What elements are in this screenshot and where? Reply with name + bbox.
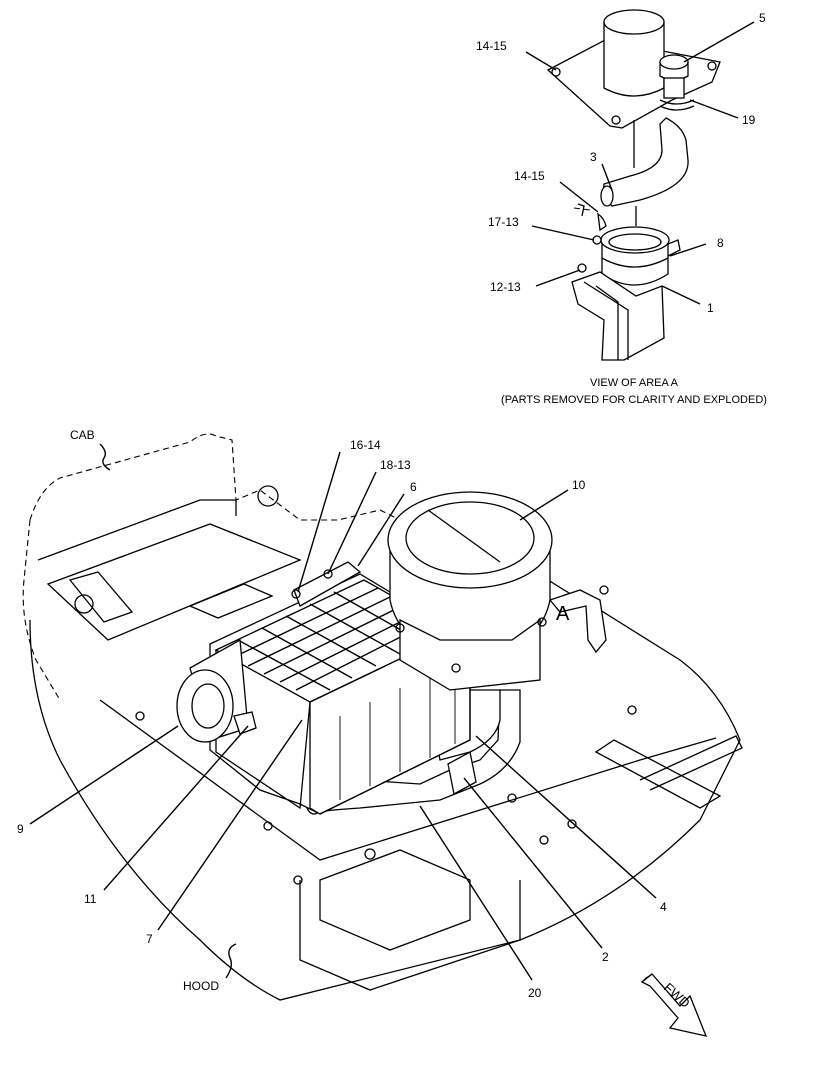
fwd-arrow: FWD [640, 973, 708, 1037]
cup-8-tab [667, 239, 681, 257]
hood-right-rail-2 [639, 735, 743, 791]
bolt-14-15-mid [577, 203, 607, 232]
bolt-16-14 [291, 589, 301, 599]
tube-3-end [600, 185, 614, 207]
hood-right-rail [594, 739, 722, 809]
tube-3 [603, 117, 689, 207]
rib [339, 662, 456, 800]
hood-leader [225, 943, 237, 979]
cab-label: CAB [70, 428, 95, 442]
callout-14-15-top: 14-15 [476, 39, 507, 53]
deck-bolt [567, 819, 577, 829]
view-caption-line2: (PARTS REMOVED FOR CLARITY AND EXPLODED) [501, 394, 767, 406]
filter-mount-bolt [395, 623, 405, 633]
detail-callouts: 14-15 5 19 3 14-15 17-13 8 12-13 1 [476, 11, 766, 315]
callout-18-13: 18-13 [380, 458, 411, 472]
cab-left-edge [22, 519, 61, 701]
callout-20: 20 [528, 986, 542, 1000]
cab-inner-floor [37, 499, 237, 561]
cab-gear-2 [257, 485, 279, 507]
deck-bolt [507, 793, 517, 803]
deck-bolt [599, 585, 609, 595]
callout-7: 7 [146, 932, 153, 946]
callout-17-13: 17-13 [488, 215, 519, 229]
hood-front-box [319, 849, 471, 951]
deck-bolt [263, 821, 273, 831]
deck-bolt [293, 875, 303, 885]
plate-bolt [551, 67, 561, 77]
fwd-arrow-edge [641, 973, 653, 983]
callout-10: 10 [572, 478, 586, 492]
callout-11: 11 [84, 892, 97, 906]
cab-gear [74, 594, 94, 614]
callout-8: 8 [717, 236, 724, 250]
deck-bolt [539, 835, 549, 845]
detail-dashed-ref [573, 207, 591, 211]
clamp-11 [233, 711, 257, 735]
callout-3: 3 [590, 150, 597, 164]
fwd-arrow-icon [640, 973, 708, 1037]
cap-5-top [659, 54, 689, 70]
detail-view-area-a [546, 9, 721, 361]
bolt-18-13 [323, 569, 333, 579]
callout-9: 9 [17, 822, 24, 836]
deck-bolt [627, 705, 637, 715]
hood-front [299, 880, 521, 991]
cap-5-neck [663, 77, 685, 99]
inlet-ring-9-inner [191, 683, 225, 729]
air-filter-lid-inner [405, 501, 535, 575]
inlet-ring-9 [176, 669, 234, 743]
callout-5: 5 [759, 11, 766, 25]
hood-label: HOOD [183, 979, 219, 993]
hood-inner-edge [99, 699, 717, 861]
canister-top [603, 9, 665, 35]
lid-line [427, 509, 501, 563]
filter-mount-bolt [451, 663, 461, 673]
filter-mount-bolt [537, 617, 547, 627]
deck-bolt [364, 848, 376, 860]
callout-12-13: 12-13 [490, 280, 521, 294]
plate-bolt [611, 115, 621, 125]
side-hose [548, 589, 607, 654]
callout-19: 19 [742, 113, 756, 127]
cup-8-inner [608, 233, 662, 251]
callout-14-15-mid: 14-15 [514, 169, 545, 183]
detail-leaders [525, 21, 755, 305]
main-callouts: 16-14 18-13 6 10 9 11 7 4 2 20 [17, 438, 667, 1000]
cab-outline [29, 433, 441, 541]
bolt-17-13 [592, 235, 602, 245]
hood-deck [29, 519, 741, 1001]
cab-inner [46, 523, 302, 641]
callout-2: 2 [602, 950, 609, 964]
callout-16-14: 16-14 [350, 438, 381, 452]
view-caption-line1: VIEW OF AREA A [590, 377, 679, 389]
bolt-12-13 [577, 263, 587, 273]
main-view [22, 433, 743, 1001]
precleaner-grid [231, 587, 435, 691]
deck-bolt [135, 711, 145, 721]
area-a-marker: A [556, 603, 570, 625]
cup-8-rim [600, 226, 670, 254]
air-filter-mount [399, 618, 541, 691]
clamp-19 [659, 99, 695, 111]
cab-panel [188, 583, 274, 619]
callout-4: 4 [660, 900, 667, 914]
bracket-1-fold [583, 281, 629, 360]
main-leaders [29, 451, 657, 981]
callout-1: 1 [707, 301, 714, 315]
plate-bolt [707, 61, 717, 71]
cab-leader [99, 443, 111, 471]
cup-8-band [601, 257, 669, 268]
callout-6: 6 [410, 480, 417, 494]
